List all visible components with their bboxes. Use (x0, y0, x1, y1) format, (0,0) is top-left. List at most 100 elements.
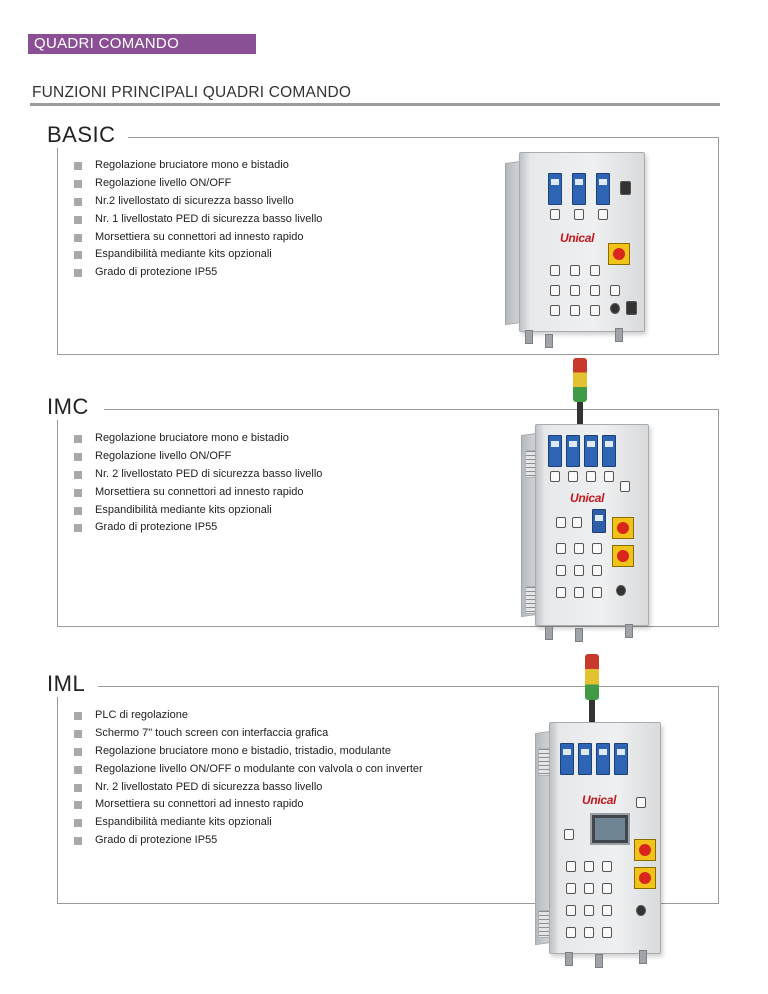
knob-icon (616, 585, 626, 596)
iml-header-line (98, 686, 719, 687)
cabinet-foot (575, 628, 583, 642)
knob-icon (568, 471, 578, 482)
touch-screen-icon (590, 813, 630, 845)
meter-icon (566, 435, 580, 467)
list-item: Morsettiera su connettori ad innesto rap… (74, 229, 322, 247)
list-item: Espandibilità mediante kits opzionali (74, 246, 322, 264)
knob-icon (592, 587, 602, 598)
meter-icon (548, 173, 562, 205)
meter-icon (548, 435, 562, 467)
list-item: Nr. 2 livellostato PED di sicurezza bass… (74, 779, 423, 797)
bullet-square-icon (74, 729, 82, 738)
bullet-square-icon (74, 179, 82, 188)
basic-feature-list: Regolazione bruciatore mono e bistadio R… (74, 157, 322, 282)
knob-icon (574, 543, 584, 554)
page-title: FUNZIONI PRINCIPALI QUADRI COMANDO (32, 84, 352, 101)
bullet-square-icon (74, 215, 82, 224)
imc-header-line (104, 409, 719, 410)
bullet-square-icon (74, 765, 82, 774)
knob-icon (556, 517, 566, 528)
list-item: PLC di regolazione (74, 707, 423, 725)
bullet-square-icon (74, 506, 82, 515)
knob-icon (636, 797, 646, 808)
signal-tower-pole (577, 402, 583, 424)
meter-icon (584, 435, 598, 467)
emergency-stop-icon (634, 867, 656, 889)
cabinet-foot (525, 330, 533, 344)
emergency-stop-icon (612, 545, 634, 567)
knob-icon (610, 303, 620, 314)
basic-header-line (128, 137, 719, 138)
knob-icon (556, 543, 566, 554)
switch-icon (626, 301, 637, 315)
meter-icon (596, 173, 610, 205)
knob-icon (566, 883, 576, 894)
knob-icon (584, 883, 594, 894)
knob-icon (590, 305, 600, 316)
list-item: Regolazione bruciatore mono e bistadio (74, 157, 322, 175)
unical-logo: Unical (560, 231, 595, 245)
knob-icon (550, 209, 560, 220)
iml-heading: IML (47, 671, 98, 697)
knob-icon (636, 905, 646, 916)
list-item: Nr. 1 livellostato PED di sicurezza bass… (74, 211, 322, 229)
emergency-stop-icon (634, 839, 656, 861)
list-item: Regolazione bruciatore mono e bistadio (74, 430, 322, 448)
knob-icon (570, 305, 580, 316)
list-item: Nr.2 livellostato di sicurezza basso liv… (74, 193, 322, 211)
imc-section-box (57, 409, 719, 627)
knob-icon (556, 587, 566, 598)
section-banner: QUADRI COMANDO (28, 34, 256, 54)
list-item: Morsettiera su connettori ad innesto rap… (74, 796, 423, 814)
list-item: Espandibilità mediante kits opzionali (74, 502, 322, 520)
bullet-square-icon (74, 452, 82, 461)
bullet-square-icon (74, 488, 82, 497)
list-item: Espandibilità mediante kits opzionali (74, 814, 423, 832)
cabinet-foot (639, 950, 647, 964)
cabinet-body: Unical (519, 152, 645, 332)
meter-icon (602, 435, 616, 467)
meter-icon (560, 743, 574, 775)
bullet-square-icon (74, 470, 82, 479)
signal-tower-pole (589, 700, 595, 722)
knob-icon (602, 905, 612, 916)
signal-tower-icon (573, 358, 587, 402)
bullet-square-icon (74, 801, 82, 810)
knob-icon (584, 927, 594, 938)
knob-icon (598, 209, 608, 220)
knob-icon (550, 265, 560, 276)
list-item: Regolazione livello ON/OFF (74, 448, 322, 466)
knob-icon (556, 565, 566, 576)
cabinet-foot (595, 954, 603, 968)
knob-icon (564, 829, 574, 840)
bullet-square-icon (74, 783, 82, 792)
bullet-square-icon (74, 162, 82, 170)
signal-tower-icon (585, 654, 599, 700)
knob-icon (566, 861, 576, 872)
bullet-square-icon (74, 712, 82, 720)
meter-icon (592, 509, 606, 533)
bullet-square-icon (74, 435, 82, 443)
knob-icon (610, 285, 620, 296)
knob-icon (550, 285, 560, 296)
emergency-stop-icon (612, 517, 634, 539)
knob-icon (590, 265, 600, 276)
bullet-square-icon (74, 197, 82, 206)
basic-section-box (57, 137, 719, 355)
imc-heading: IMC (47, 394, 101, 420)
knob-icon (592, 565, 602, 576)
bullet-square-icon (74, 524, 82, 533)
bullet-square-icon (74, 747, 82, 756)
cabinet-foot (545, 626, 553, 640)
knob-icon (602, 861, 612, 872)
cabinet-body: Unical (549, 722, 661, 954)
knob-icon (592, 543, 602, 554)
knob-icon (570, 265, 580, 276)
knob-icon (574, 587, 584, 598)
cabinet-foot (545, 334, 553, 348)
knob-icon (566, 905, 576, 916)
imc-feature-list: Regolazione bruciatore mono e bistadio R… (74, 430, 322, 537)
bullet-square-icon (74, 233, 82, 242)
iml-section-box (57, 686, 719, 904)
meter-icon (572, 173, 586, 205)
